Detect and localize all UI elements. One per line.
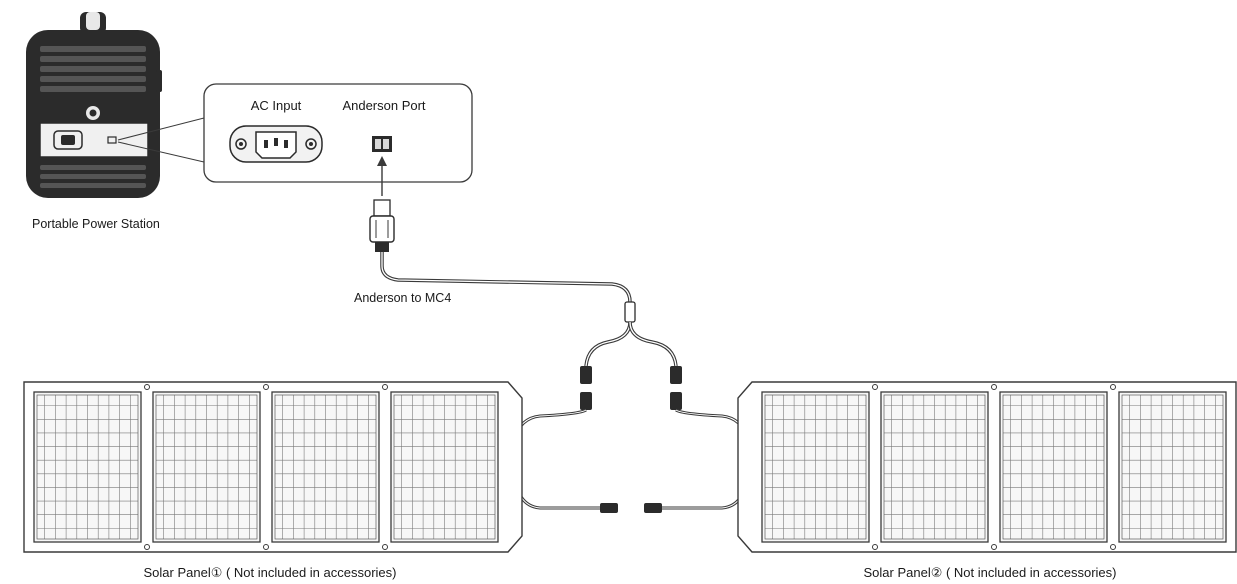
panel-grommet xyxy=(1110,544,1116,550)
panel-grommet xyxy=(1110,384,1116,390)
panel-cell xyxy=(1118,391,1227,543)
panel-grommet xyxy=(382,384,388,390)
cable-label: Anderson to MC4 xyxy=(354,291,451,305)
anderson-port-label: Anderson Port xyxy=(342,98,425,113)
panel-grommet xyxy=(991,384,997,390)
panel-cell xyxy=(999,391,1108,543)
panel-cell xyxy=(390,391,499,543)
power-station-label: Portable Power Station xyxy=(32,217,160,231)
anderson-port-icon xyxy=(372,136,392,152)
panel-cell xyxy=(271,391,380,543)
panel-grommet xyxy=(872,544,878,550)
panel-grommet xyxy=(263,384,269,390)
solar-panel-2-label: Solar Panel② ( Not included in accessori… xyxy=(864,565,1117,580)
ac-inlet-icon xyxy=(229,125,323,163)
panel-cell xyxy=(152,391,261,543)
ac-input-label: AC Input xyxy=(251,98,302,113)
solar-panel-1-label: Solar Panel① ( Not included in accessori… xyxy=(144,565,397,580)
solar-panel-1 xyxy=(23,381,523,553)
anderson-to-mc4-cable xyxy=(380,252,682,410)
panel-grommet xyxy=(263,544,269,550)
panel-grommet xyxy=(872,384,878,390)
panel-cell xyxy=(761,391,870,543)
panel-cell xyxy=(33,391,142,543)
solar-panel-2 xyxy=(737,381,1237,553)
panel-grommet xyxy=(144,384,150,390)
anderson-plug xyxy=(369,156,395,252)
panel-cables xyxy=(506,408,756,513)
port-callout-box: AC Input Anderson Port xyxy=(203,83,473,183)
panel-grommet xyxy=(144,544,150,550)
panel-cell xyxy=(880,391,989,543)
panel-grommet xyxy=(382,544,388,550)
power-station-device xyxy=(26,12,162,198)
panel-grommet xyxy=(991,544,997,550)
callout-lines xyxy=(117,117,205,163)
